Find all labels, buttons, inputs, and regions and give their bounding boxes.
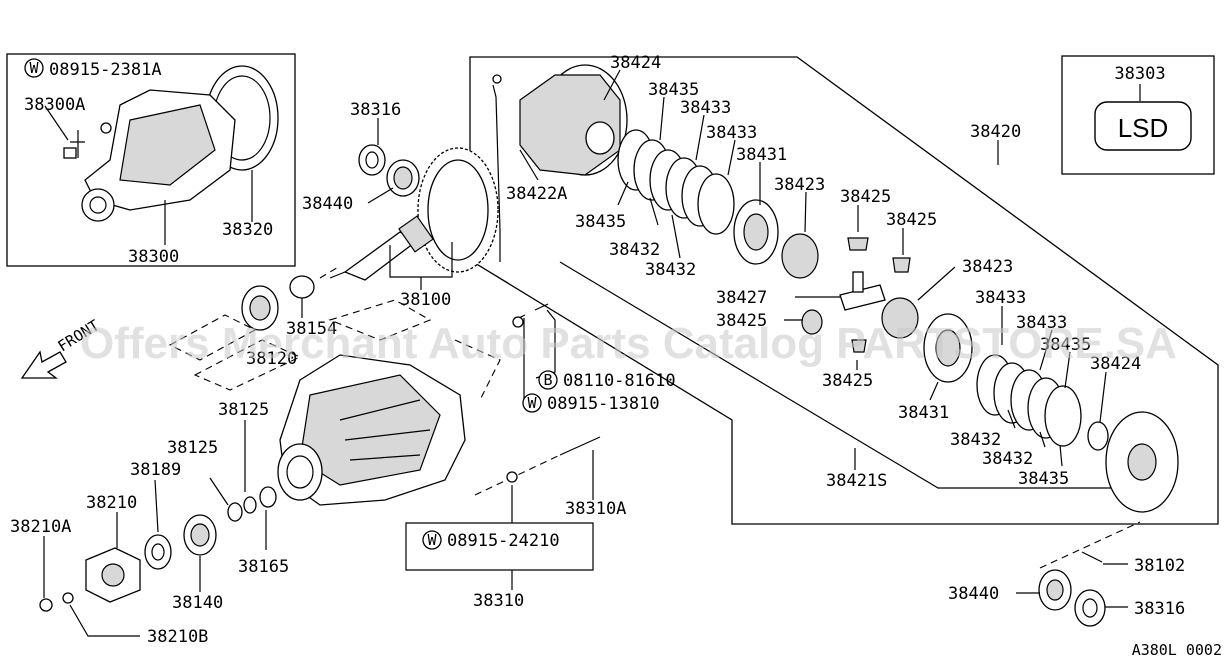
washer-code: W	[527, 394, 537, 412]
lsd-case-drawing	[492, 64, 628, 176]
part-label-38125: 38125	[218, 400, 269, 420]
washer-part-number: 08915-2381A	[49, 60, 162, 80]
pinion-bearing-drawing	[241, 265, 341, 331]
part-label-38431: 38431	[898, 403, 949, 423]
part-label-38423: 38423	[962, 257, 1013, 277]
clutch-plate-stack-upper	[617, 129, 911, 279]
gear-carrier-housing-drawing	[277, 354, 466, 506]
part-label-38310: 38310	[473, 591, 524, 611]
lsd-assembly-outline	[469, 56, 1219, 525]
part-label-38420: 38420	[970, 122, 1021, 142]
part-labels: 38316 38440 38100 38154 38120 38424 3843…	[10, 53, 1185, 647]
part-label-38303: 38303	[1114, 64, 1165, 84]
part-label-38120: 38120	[246, 349, 297, 369]
part-label-38432: 38432	[609, 240, 660, 260]
part-label-38210: 38210	[86, 493, 137, 513]
part-label-38210A: 38210A	[10, 517, 71, 537]
diagram-code: A380L 0002	[1132, 641, 1222, 659]
washer-symbol-icon	[24, 58, 44, 78]
leader-38421S	[559, 261, 1120, 489]
part-label-38427: 38427	[716, 288, 767, 308]
leader-lines	[43, 69, 1107, 637]
part-label-38435: 38435	[648, 80, 699, 100]
part-label-38422A: 38422A	[506, 184, 567, 204]
part-label-38210B: 38210B	[147, 627, 208, 647]
leader-38421S-left	[492, 84, 501, 262]
part-label-38100: 38100	[400, 290, 451, 310]
bearing-38316-drawing	[358, 144, 420, 197]
part-label-38433: 38433	[1016, 313, 1067, 333]
inset-box-lsd: 38303 LSD	[1061, 55, 1215, 175]
side-bearing-drawing	[1038, 521, 1141, 627]
washer-symbol-icon	[422, 530, 442, 550]
part-label-38425: 38425	[822, 371, 873, 391]
fastener-callouts: B 08110-81610 W 08915-13810 W 08915-2421…	[422, 370, 676, 551]
part-label-38425: 38425	[886, 210, 937, 230]
part-label-38435: 38435	[1018, 469, 1069, 489]
part-label-38310A: 38310A	[565, 499, 626, 519]
companion-flange-drawing	[39, 486, 277, 612]
part-label-38140: 38140	[172, 593, 223, 613]
part-label-38316: 38316	[1134, 599, 1185, 619]
part-label-38425: 38425	[840, 187, 891, 207]
part-label-38433: 38433	[975, 288, 1026, 308]
part-label-38435: 38435	[1040, 335, 1091, 355]
part-label-38432: 38432	[645, 260, 696, 280]
part-label-38424: 38424	[610, 53, 661, 73]
washer-part-number: 08915-13810	[547, 394, 660, 414]
lsd-badge: LSD	[1118, 113, 1169, 143]
watermark-text: Offers Merchant Auto Parts Catalog PARTS…	[80, 319, 1177, 368]
diff-carrier-drawing	[44, 65, 279, 245]
part-label-38102: 38102	[1134, 556, 1185, 576]
part-label-38320: 38320	[222, 220, 273, 240]
part-label-38165: 38165	[238, 557, 289, 577]
part-label-38432: 38432	[950, 430, 1001, 450]
part-label-38431: 38431	[736, 145, 787, 165]
part-label-38424: 38424	[1090, 354, 1141, 374]
part-label-38432: 38432	[982, 449, 1033, 469]
washer-part-number: 08915-24210	[447, 531, 560, 551]
part-label-38433: 38433	[680, 98, 731, 118]
ring-gear-drawing	[329, 147, 499, 281]
bolt-part-number: 08110-81610	[563, 371, 676, 391]
part-label-38300A: 38300A	[24, 95, 85, 115]
pinion-shaft-drawing	[801, 271, 919, 353]
rear-cover-bolt-drawing	[474, 303, 601, 496]
part-label-38421S: 38421S	[826, 471, 887, 491]
part-label-38300: 38300	[128, 247, 179, 267]
part-label-38189: 38189	[130, 460, 181, 480]
washer-symbol-icon	[522, 393, 542, 413]
washer-code: W	[29, 59, 39, 77]
part-label-38125: 38125	[167, 438, 218, 458]
part-label-38440: 38440	[948, 584, 999, 604]
washer-code: W	[427, 531, 437, 549]
part-label-38435: 38435	[575, 212, 626, 232]
clutch-plate-stack-lower	[923, 313, 1179, 513]
bolt-code: B	[543, 371, 552, 389]
part-label-38433: 38433	[706, 123, 757, 143]
part-label-38440: 38440	[302, 194, 353, 214]
bolt-symbol-icon	[538, 370, 558, 390]
part-label-38425: 38425	[716, 311, 767, 331]
part-label-38423: 38423	[774, 175, 825, 195]
part-label-38154: 38154	[286, 319, 337, 339]
part-label-38316: 38316	[350, 100, 401, 120]
inset-box-housing: W 08915-2381A 38300A 38320 38300	[6, 53, 296, 267]
